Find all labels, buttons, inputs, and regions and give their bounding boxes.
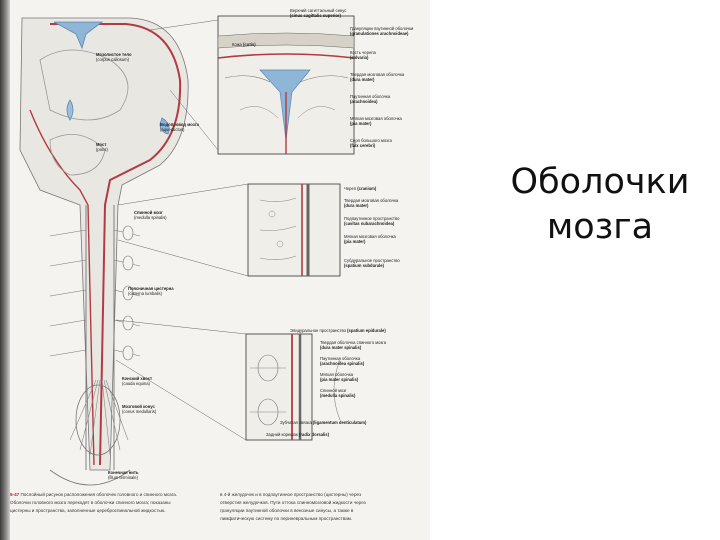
label-dorsal-root: Задний корешок (radix dorsalis) — [266, 432, 329, 437]
body-text-line: в 4-й желудочек и в подпаутинное простра… — [220, 492, 361, 498]
label-denticulate: Зубчатая связка (ligamentum denticulatum… — [280, 420, 366, 425]
label-pons: Мост(pons) — [96, 142, 108, 152]
label-aqueduct: Водопровод мозга(aqueductus) — [160, 122, 199, 132]
label-granulations: Грануляции паутинной оболочки(granulatio… — [350, 26, 413, 36]
label-arachnoid-spinal: Паутинная оболочка(arachnoidea spinalis) — [320, 356, 364, 366]
label-cord-inset: Спинной мозг(medulla spinalis) — [320, 388, 355, 398]
body-text-line: лимфатическую систему по периневральным … — [220, 516, 352, 522]
label-filum: Конечная нить(filum terminale) — [108, 470, 139, 480]
label-dura-spinal: Твердая оболочка спинного мозга(dura mat… — [320, 340, 386, 350]
anatomy-figure: Мозолистое тело(corpus callosum) Мост(po… — [10, 0, 430, 540]
slide-title: Оболочки мозга — [500, 160, 700, 250]
label-pia-mid: Мягкая мозговая оболочка(pia mater) — [344, 234, 396, 244]
label-corpus-callosum: Мозолистое тело(corpus callosum) — [96, 52, 132, 62]
scan-page-shadow — [0, 0, 10, 540]
body-text-line: отверстия желудочков. Пути оттока спинно… — [220, 500, 366, 506]
label-conus: Мозговой конус(conus medullaris) — [122, 404, 156, 414]
label-falx: Серп большого мозга(falx cerebri) — [350, 138, 392, 148]
caption-line: Послойный рисунок расположения оболочек … — [20, 492, 177, 497]
figure-caption: 5-47 Послойный рисунок расположения обол… — [10, 492, 215, 538]
label-epidural: Эпидуральное пространство (spatium epidu… — [290, 328, 386, 333]
label-sinus: Верхний сагиттальный синус(sinus sagitta… — [290, 8, 346, 18]
figure-body-text: в 4-й желудочек и в подпаутинное простра… — [220, 492, 426, 538]
label-lumbar-cistern: Поясничная цистерна(cisterna lumbalis) — [128, 286, 174, 296]
label-cranium: Череп (cranium) — [344, 186, 376, 191]
label-dura-top: Твердая мозговая оболочка(dura mater) — [350, 72, 404, 82]
label-arachnoid-top: Паутинная оболочка(arachnoidea) — [350, 94, 390, 104]
label-subdural: Субдуральное пространство(spatium subdur… — [344, 258, 400, 268]
caption-line: Оболочки головного мозга переходят в обо… — [10, 500, 171, 506]
main-section — [20, 18, 188, 485]
body-text-line: грануляции паутинной оболочки в венозные… — [220, 508, 353, 514]
label-dura-mid: Твердая мозговая оболочка(dura mater) — [344, 198, 398, 208]
slide-title-line2: мозга — [500, 205, 700, 250]
inset-sinus — [218, 16, 354, 154]
slide-title-line1: Оболочки — [500, 160, 700, 205]
label-spinal-cord: Спинной мозг(medulla spinalis) — [134, 210, 167, 220]
caption-line: цистерны и пространства, заполненные цер… — [10, 508, 166, 514]
label-pia-spinal: Мягкая оболочка(pia mater spinalis) — [320, 372, 358, 382]
label-cauda-equina: Конский хвост(cauda equina) — [122, 376, 152, 386]
label-skull-bone: Кость черепа(calvaria) — [350, 50, 376, 60]
label-pia-top: Мягкая мозговая оболочка(pia mater) — [350, 116, 402, 126]
label-subarachnoid: Подпаутинное пространство(cavitas subara… — [344, 216, 399, 226]
figure-number: 5-47 — [10, 492, 19, 497]
inset-cranial — [248, 184, 340, 276]
label-skin: Кожа (cutis) — [232, 42, 256, 47]
